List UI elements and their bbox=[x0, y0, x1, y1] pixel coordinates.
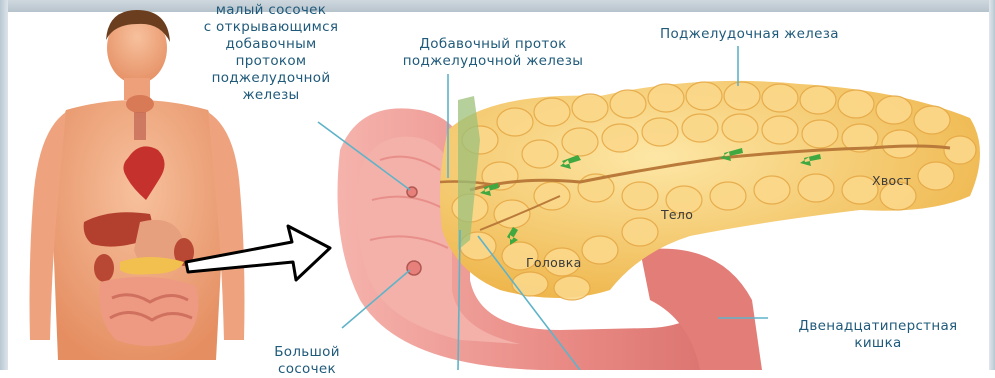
label-major-papilla: Большой сосочек bbox=[262, 344, 352, 378]
label-tail: Хвост bbox=[872, 172, 911, 189]
label-pancreas: Поджелудочная железа bbox=[660, 26, 839, 43]
label-head: Головка bbox=[526, 254, 582, 271]
intestines-organ bbox=[99, 277, 198, 346]
label-minor-papilla: малый сосочек с открывающимся добавочным… bbox=[186, 2, 356, 104]
label-body: Тело bbox=[661, 206, 693, 223]
thyroid-organ bbox=[126, 95, 154, 113]
major-papilla-dot bbox=[407, 261, 421, 275]
label-duodenum: Двенадцатиперстная кишка bbox=[778, 318, 978, 352]
label-accessory-duct: Добавочный проток поджелудочной железы bbox=[386, 36, 600, 70]
trachea-organ bbox=[134, 112, 146, 140]
kidney-left-organ bbox=[94, 254, 114, 282]
